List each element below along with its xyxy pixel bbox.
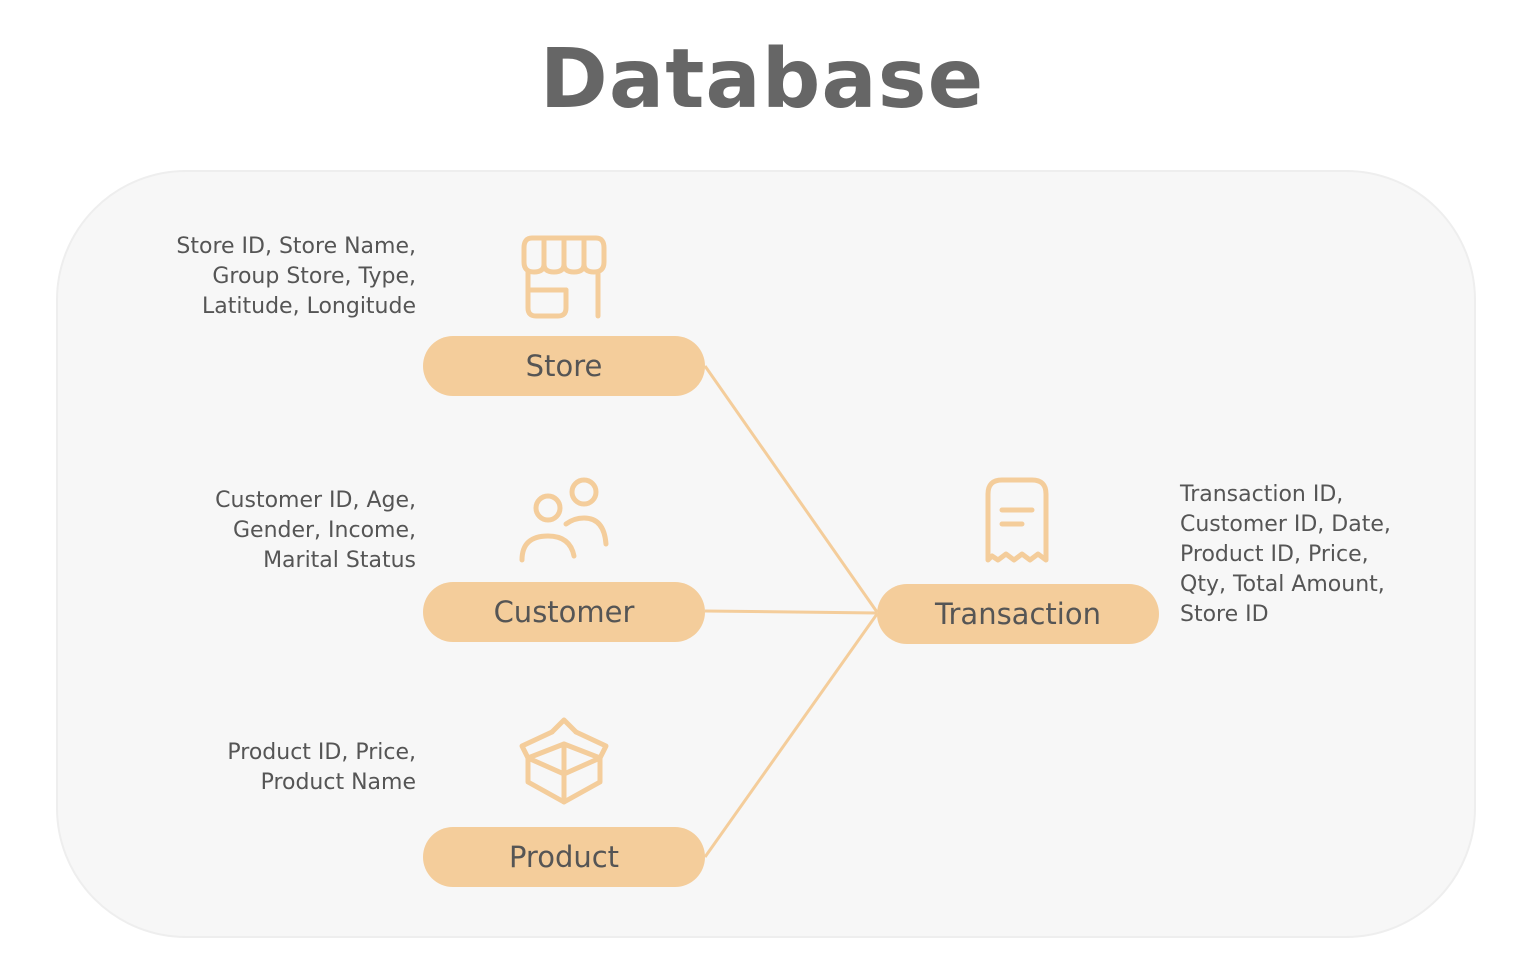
page-title: Database bbox=[539, 32, 985, 127]
package-icon bbox=[518, 714, 610, 806]
transaction-attributes: Transaction ID, Customer ID, Date, Produ… bbox=[1180, 482, 1391, 627]
receipt-icon bbox=[982, 476, 1052, 568]
product-entity[interactable]: Product bbox=[423, 827, 705, 887]
customer-entity[interactable]: Customer bbox=[423, 582, 705, 642]
store-icon bbox=[518, 232, 610, 322]
store-attributes: Store ID, Store Name, Group Store, Type,… bbox=[176, 234, 416, 319]
customers-icon bbox=[518, 474, 610, 566]
customer-attributes: Customer ID, Age, Gender, Income, Marita… bbox=[215, 488, 416, 573]
transaction-entity[interactable]: Transaction bbox=[877, 584, 1159, 644]
store-entity[interactable]: Store bbox=[423, 336, 705, 396]
product-attributes: Product ID, Price, Product Name bbox=[227, 740, 416, 795]
